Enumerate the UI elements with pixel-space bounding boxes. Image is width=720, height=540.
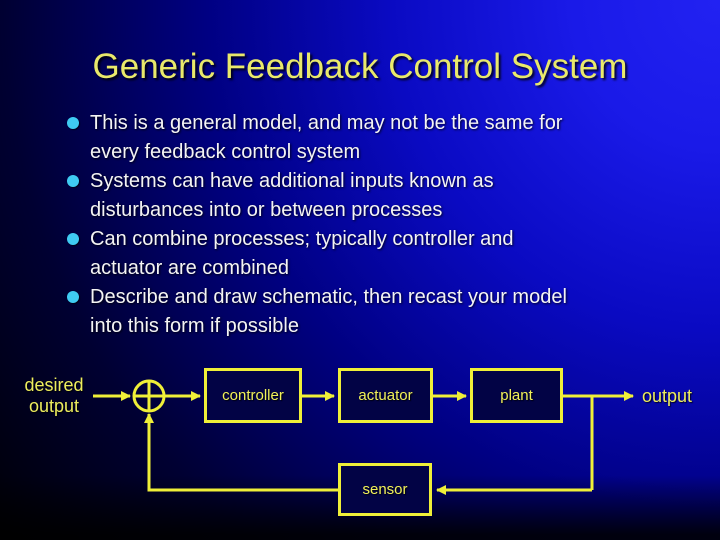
bullet-text-line: Systems can have additional inputs known… [90,170,494,192]
bullet-text-line: disturbances into or between processes [90,199,443,221]
sensor-to-junction-line [144,413,338,492]
bullet-icon [67,233,79,245]
bullet-icon [67,291,79,303]
sensor-block-label: sensor [362,481,408,498]
bullet-text-line: every feedback control system [90,141,361,163]
bullet-icon [67,175,79,187]
plant-block: plant [470,368,563,423]
bullet-text-line: Can combine processes; typically control… [90,228,514,250]
bullet-item: Can combine processes; typically control… [67,225,567,283]
page-title: Generic Feedback Control System [92,47,628,86]
bullet-item: Systems can have additional inputs known… [67,167,567,225]
actuator-block-label: actuator [358,387,413,404]
desired-output-line2: output [28,396,80,416]
bullet-list: This is a general model, and may not be … [67,109,567,341]
output-label: output [642,386,693,406]
bullet-item: Describe and draw schematic, then recast… [67,283,567,341]
bullet-text-line: This is a general model, and may not be … [90,112,563,134]
bullet-icon [67,117,79,129]
bullet-text-line: into this form if possible [90,315,299,337]
summing-junction [132,379,166,413]
controller-block: controller [204,368,302,423]
actuator-block: actuator [338,368,433,423]
sensor-block: sensor [338,463,432,516]
bullet-item: This is a general model, and may not be … [67,109,567,167]
plant-block-label: plant [500,387,533,404]
bullet-text-line: Describe and draw schematic, then recast… [90,286,567,308]
desired-output-label: desired output [8,375,100,417]
bullet-text-line: actuator are combined [90,257,290,279]
controller-block-label: controller [222,387,284,404]
desired-output-line1: desired [24,375,84,395]
